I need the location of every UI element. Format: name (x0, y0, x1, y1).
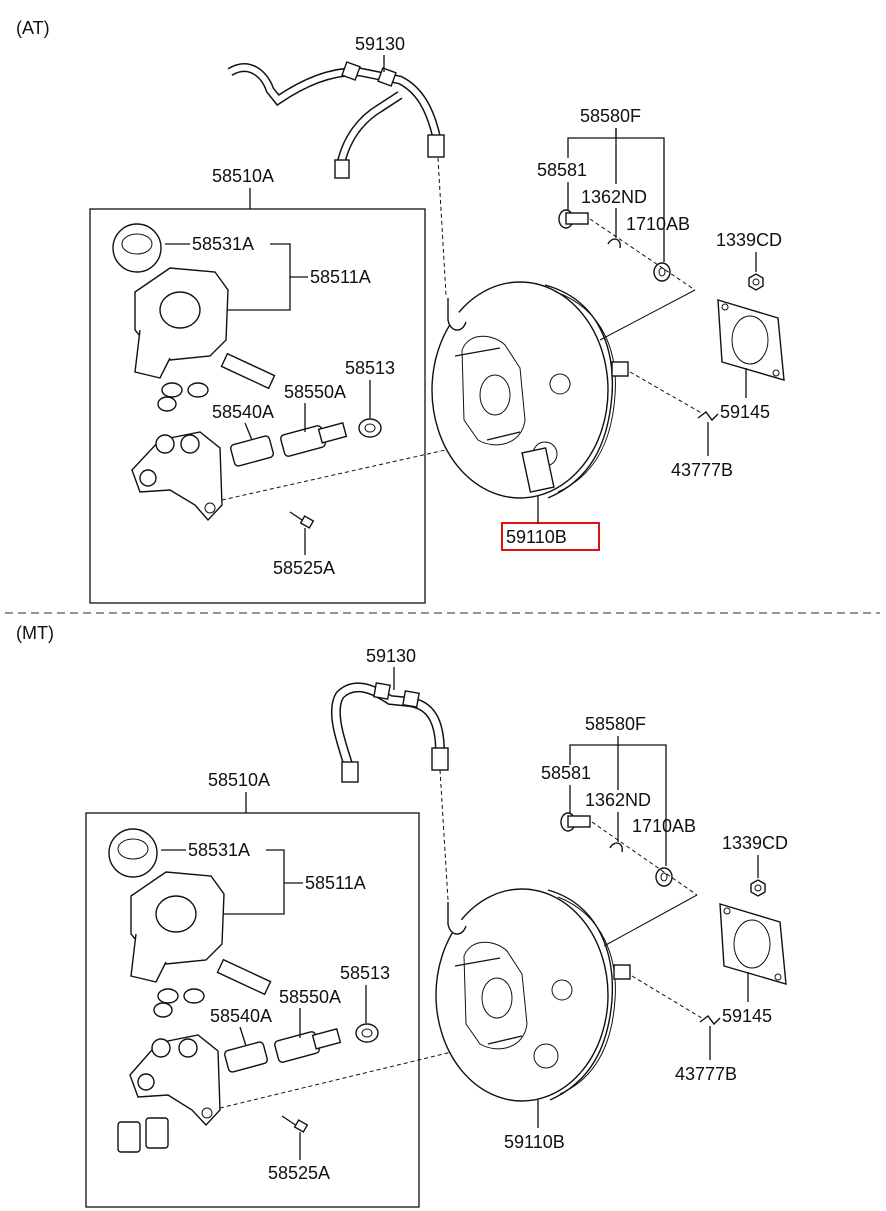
mt-snap-pin[interactable] (609, 842, 623, 853)
at-reservoir-cap[interactable] (112, 223, 162, 273)
at-label-clip: 43777B (671, 460, 733, 480)
at-clevis-pin[interactable] (558, 209, 589, 229)
mt-label-reservoir-cap: 58531A (188, 840, 250, 860)
mt-label-gasket: 59145 (722, 1006, 772, 1026)
at-label-gasket: 59145 (720, 402, 770, 422)
at-nut[interactable] (748, 273, 764, 291)
at-label-clevis-pin: 58581 (537, 160, 587, 180)
mt-label-washer: 1710AB (632, 816, 696, 836)
mt-label-hose: 59130 (366, 646, 416, 666)
at-label-grommet: 58550A (284, 382, 346, 402)
at-master-cylinder-body[interactable] (131, 431, 223, 522)
mt-master-cylinder-box (85, 812, 420, 1208)
at-gasket[interactable] (717, 299, 785, 381)
at-snap-pin[interactable] (607, 238, 621, 249)
mt-cartridge (216, 958, 272, 996)
mt-washer[interactable] (655, 867, 673, 887)
mt-grommet-c[interactable] (153, 1002, 173, 1018)
at-label-nut: 1339CD (716, 230, 782, 250)
mt-label-clevis-pin: 58581 (541, 763, 591, 783)
at-bolt[interactable] (289, 511, 315, 529)
at-label-reservoir: 58511A (310, 267, 371, 287)
mt-master-cylinder-body[interactable] (117, 1034, 221, 1153)
at-label-reservoir-cap: 58531A (192, 234, 254, 254)
mt-grommet-b[interactable] (183, 988, 205, 1004)
mt-clevis-pin[interactable] (560, 812, 591, 832)
at-master-cylinder-box (89, 208, 426, 604)
at-label-clevis-kit: 58580F (580, 106, 641, 126)
at-label-bolt: 58525A (273, 558, 335, 578)
mt-gasket[interactable] (719, 903, 787, 985)
mt-reservoir[interactable] (130, 871, 225, 983)
mt-clip[interactable] (699, 1015, 721, 1026)
mt-label-snap-pin: 1362ND (585, 790, 651, 810)
mt-label-reservoir: 58511A (305, 873, 366, 893)
mt-label-clip: 43777B (675, 1064, 737, 1084)
mt-bolt[interactable] (281, 1115, 309, 1133)
at-booster-highlight (501, 522, 600, 551)
at-label-master-cylinder: 58510A (212, 166, 274, 186)
at-label-oring: 58513 (345, 358, 395, 378)
mt-label-seal: 58540A (210, 1006, 272, 1026)
mt-label-bolt: 58525A (268, 1163, 330, 1183)
mt-nut[interactable] (750, 879, 766, 897)
at-label-washer: 1710AB (626, 214, 690, 234)
at-cartridge (220, 352, 276, 390)
mt-section-title: (MT) (16, 623, 54, 643)
at-washer[interactable] (653, 262, 671, 282)
mt-reservoir-cap[interactable] (108, 828, 158, 878)
at-grommet-b[interactable] (187, 382, 209, 398)
at-label-booster: 59110B (506, 527, 567, 547)
mt-label-nut: 1339CD (722, 833, 788, 853)
at-label-seal: 58540A (212, 402, 274, 422)
at-label-snap-pin: 1362ND (581, 187, 647, 207)
at-section: (AT) 59130 58510A 58531A (16, 18, 785, 604)
mt-label-oring: 58513 (340, 963, 390, 983)
mt-section: (MT) 59130 58510A 58531A (16, 623, 788, 1208)
mt-grommet-a[interactable] (157, 988, 179, 1004)
at-reservoir[interactable] (134, 267, 229, 379)
at-oring[interactable] (358, 418, 382, 438)
mt-vacuum-hose[interactable] (330, 682, 449, 783)
mt-brake-booster[interactable] (435, 888, 631, 1102)
at-vacuum-hose[interactable] (227, 61, 445, 179)
mt-label-grommet: 58550A (279, 987, 341, 1007)
at-piston-assembly[interactable] (230, 422, 348, 467)
at-clip[interactable] (697, 411, 719, 422)
mt-oring[interactable] (355, 1023, 379, 1043)
at-grommet-a[interactable] (161, 382, 183, 398)
mt-label-booster: 59110B (504, 1132, 565, 1152)
at-grommet-c[interactable] (157, 396, 177, 412)
at-label-hose: 59130 (355, 34, 405, 54)
at-brake-booster[interactable] (431, 281, 629, 499)
at-section-title: (AT) (16, 18, 50, 38)
mt-piston-assembly[interactable] (224, 1028, 342, 1073)
mt-label-clevis-kit: 58580F (585, 714, 646, 734)
mt-label-master-cylinder: 58510A (208, 770, 270, 790)
